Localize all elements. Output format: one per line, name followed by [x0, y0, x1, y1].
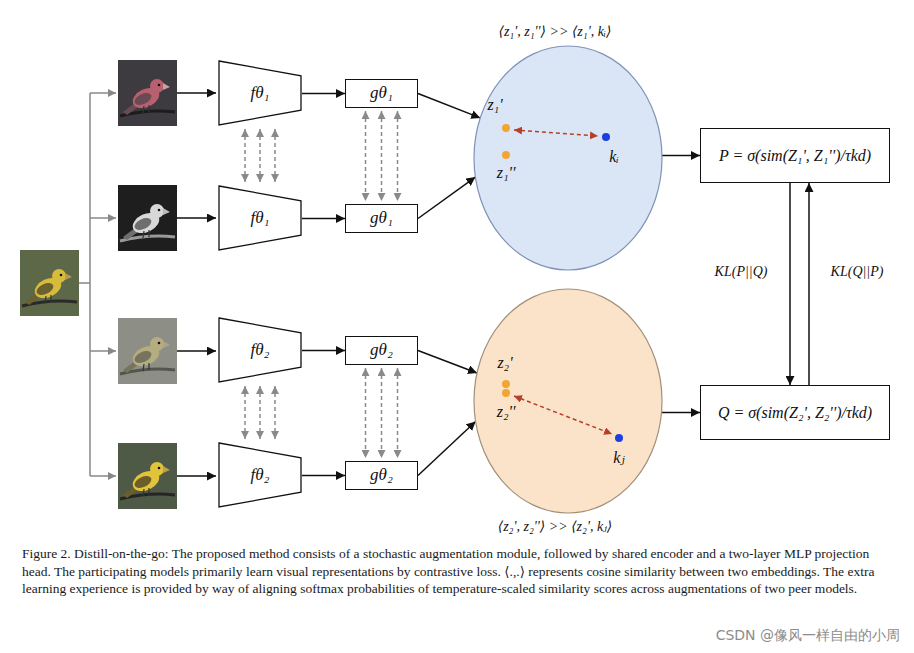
- flow-arrow: [302, 350, 345, 352]
- point-label: z₂': [497, 353, 512, 372]
- flow-arrow: [662, 155, 700, 157]
- flow-arrow: [789, 183, 791, 385]
- flow-arrow: [302, 475, 345, 477]
- weight-sharing-arrow: [244, 386, 246, 439]
- trapezoid-shape: [219, 318, 301, 382]
- weight-sharing-arrow: [381, 368, 383, 458]
- figure-caption: Figure 2. Distill-on-the-go: The propose…: [22, 545, 900, 598]
- weight-sharing-arrow: [259, 129, 261, 182]
- augmentation-arrow: [90, 92, 116, 94]
- encoder-trapezoid: fθ₂: [218, 317, 302, 383]
- embedding-point: [502, 151, 510, 159]
- ellipse-outline: [473, 45, 663, 271]
- augmented-photo: [118, 443, 177, 509]
- flow-arrow: [418, 177, 475, 218]
- input-arrow: [177, 350, 216, 352]
- encoder-trapezoid: fθ₂: [218, 442, 302, 508]
- point-label: kᵢ: [609, 147, 619, 166]
- flow-arrow: [418, 351, 477, 373]
- point-label: z₂'': [497, 402, 516, 421]
- similarity-heading: ⟨z₁', z₁''⟩ >> ⟨z₁', kᵢ⟩: [498, 24, 611, 41]
- embedding-point: [502, 389, 510, 397]
- weight-sharing-arrow: [381, 111, 383, 201]
- node-label: fθ₁: [251, 208, 270, 228]
- encoder-trapezoid: fθ₁: [218, 185, 302, 251]
- node-label: gθ₂: [370, 465, 393, 485]
- embedding-space: ⟨z₁', z₁''⟩ >> ⟨z₁', kᵢ⟩z₁'z₁''kᵢ: [473, 45, 663, 271]
- point-label: z₁'': [497, 163, 516, 182]
- augmentation-arrow: [90, 475, 116, 477]
- projection-head-box: gθ₁: [345, 204, 418, 233]
- node-label: P = σ(sim(Z₁', Z₁'')/τkd): [719, 146, 871, 165]
- embedding-point: [602, 133, 610, 141]
- flow-arrow: [418, 422, 476, 476]
- encoder-trapezoid: fθ₁: [218, 60, 302, 126]
- projection-head-box: gθ₁: [345, 79, 418, 108]
- formula-box: P = σ(sim(Z₁', Z₁'')/τkd): [700, 128, 890, 183]
- flow-arrow: [302, 93, 345, 95]
- distance-arrow: [514, 130, 598, 136]
- formula-box: Q = σ(sim(Z₂', Z₂'')/τkd): [700, 385, 890, 440]
- watermark: CSDN @像风一样自由的小周: [716, 627, 900, 645]
- augmented-photo: [118, 318, 177, 384]
- projection-head-box: gθ₂: [345, 336, 418, 365]
- node-label: fθ₂: [251, 340, 270, 360]
- flow-arrow: [808, 183, 810, 385]
- input-arrow: [177, 217, 216, 219]
- node-label: fθ₂: [251, 465, 270, 485]
- weight-sharing-arrow: [397, 368, 399, 458]
- edge-label: KL(P||Q): [713, 264, 770, 280]
- flow-arrow: [662, 412, 700, 414]
- ellipse-outline: [473, 288, 663, 514]
- input-arrow: [177, 92, 216, 94]
- similarity-heading: ⟨z₂', z₂''⟩ >> ⟨z₂', kⱼ⟩: [498, 519, 613, 536]
- input-photo: [20, 250, 79, 316]
- embedding-point: [502, 380, 510, 388]
- augmentation-arrow: [90, 217, 116, 219]
- node-label: fθ₁: [251, 83, 270, 103]
- projection-head-box: gθ₂: [345, 461, 418, 490]
- point-label: kⱼ: [613, 448, 624, 467]
- embedding-point: [615, 434, 623, 442]
- trapezoid-shape: [219, 443, 301, 507]
- point-label: z₁': [487, 95, 502, 114]
- weight-sharing-arrow: [244, 129, 246, 182]
- ellipse-shape: [474, 46, 662, 270]
- edge-label: KL(Q||P): [829, 264, 886, 280]
- augmented-photo: [118, 185, 177, 251]
- embedding-space: ⟨z₂', z₂''⟩ >> ⟨z₂', kⱼ⟩z₂'z₂''kⱼ: [473, 288, 663, 514]
- node-label: gθ₁: [370, 83, 393, 103]
- weight-sharing-arrow: [259, 386, 261, 439]
- ellipse-shape: [474, 289, 662, 513]
- trapezoid-shape: [219, 61, 301, 125]
- flow-arrow: [418, 94, 480, 118]
- trapezoid-shape: [219, 186, 301, 250]
- weight-sharing-arrow: [365, 368, 367, 458]
- distance-arrow: [514, 396, 612, 434]
- node-label: Q = σ(sim(Z₂', Z₂'')/τkd): [718, 403, 872, 422]
- weight-sharing-arrow: [365, 111, 367, 201]
- flow-arrow: [302, 218, 345, 220]
- weight-sharing-arrow: [274, 386, 276, 439]
- embedding-point: [502, 124, 510, 132]
- weight-sharing-arrow: [397, 111, 399, 201]
- input-arrow: [177, 475, 216, 477]
- augmentation-branch: [79, 93, 90, 476]
- node-label: gθ₁: [370, 208, 393, 228]
- node-label: gθ₂: [370, 340, 393, 360]
- augmented-photo: [118, 60, 177, 126]
- weight-sharing-arrow: [274, 129, 276, 182]
- augmentation-arrow: [90, 350, 116, 352]
